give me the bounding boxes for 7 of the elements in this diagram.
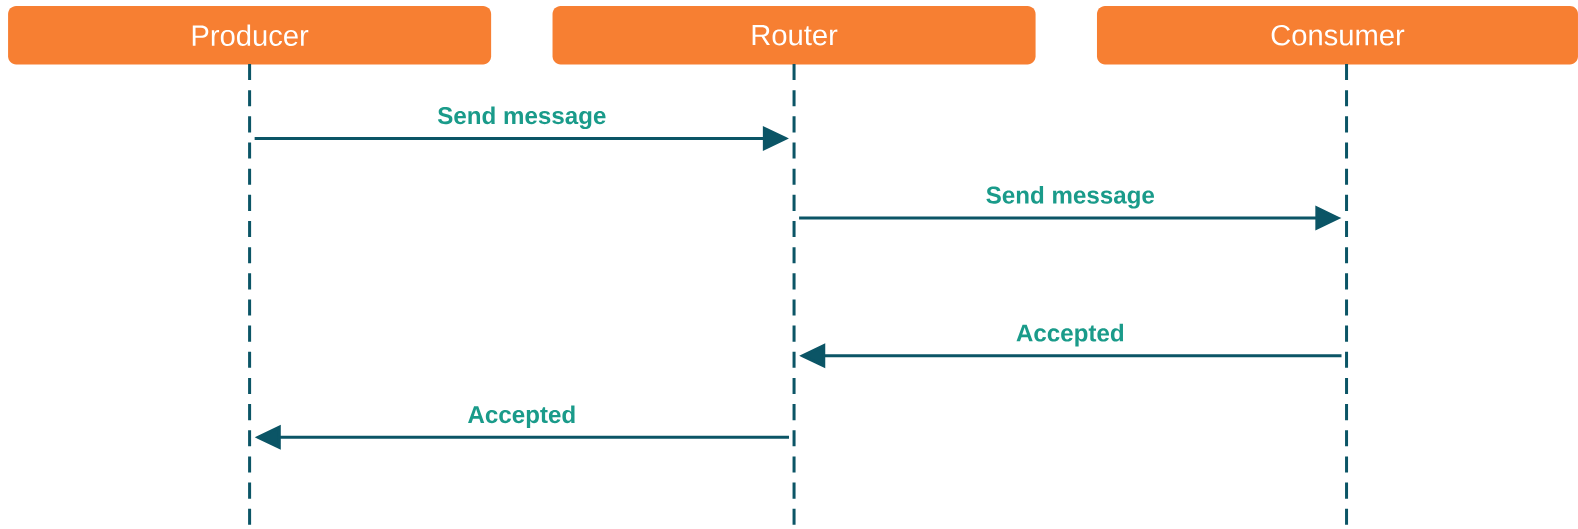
message-label: Send message bbox=[437, 106, 606, 129]
participant-box: Consumer bbox=[1096, 5, 1578, 65]
message-label: Accepted bbox=[468, 405, 575, 428]
participant-box: Producer bbox=[8, 5, 492, 65]
message-label: Send message bbox=[986, 185, 1155, 209]
participant-box: Router bbox=[552, 5, 1036, 65]
message-label: Accepted bbox=[1016, 323, 1124, 347]
